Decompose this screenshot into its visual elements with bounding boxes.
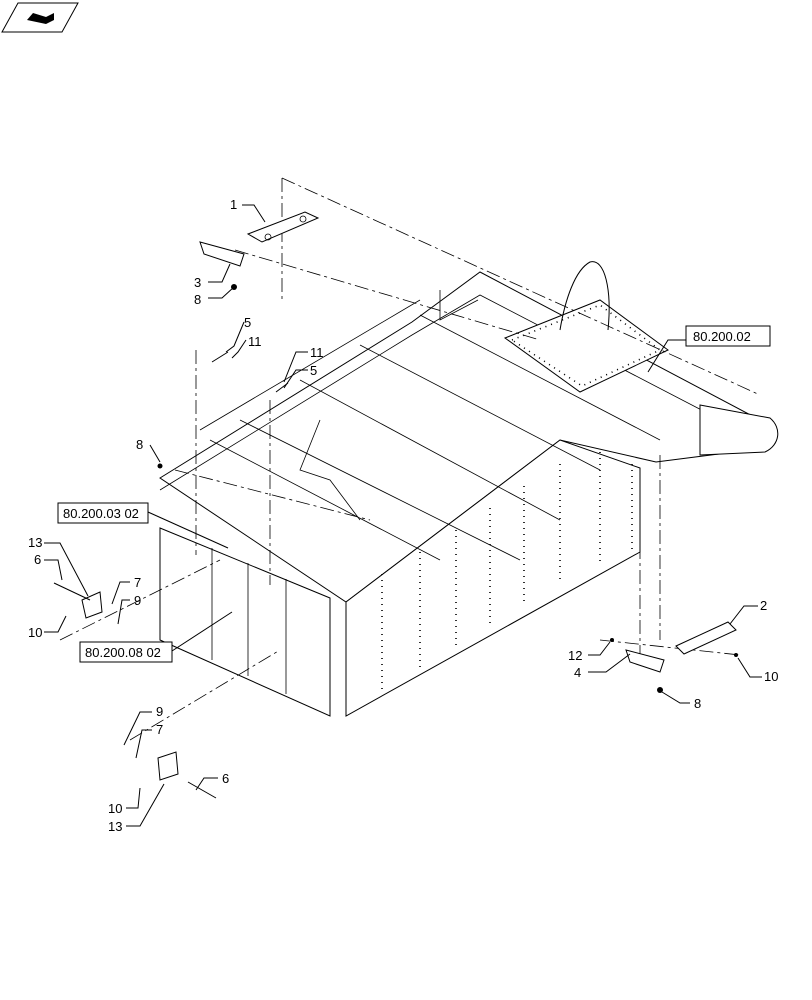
tank-body [59,177,779,741]
book-page-icon[interactable] [1,2,79,33]
part-13-hinge-a [53,582,103,619]
callout-11: 11 [310,345,324,360]
reference-text-left[interactable]: 80.200.03 02 [63,506,139,521]
part-8-bolt-b [157,463,163,469]
callout-4: 4 [574,665,581,680]
part-4-plate [625,649,665,673]
callout-5: 5 [310,363,317,378]
callout-labels: 1 3 8 5 11 11 5 8 13 6 7 9 10 9 7 6 10 1… [28,197,778,834]
reference-text-top[interactable]: 80.200.02 [693,329,751,344]
callout-9: 9 [134,593,141,608]
callout-8: 8 [694,696,701,711]
callout-9: 9 [156,704,163,719]
callout-13: 13 [28,535,42,550]
callout-10: 10 [28,625,42,640]
callout-7: 7 [156,722,163,737]
reference-box-top[interactable]: 80.200.02 [685,325,771,347]
callout-5: 5 [244,315,251,330]
callout-12: 12 [568,648,582,663]
callout-1: 1 [230,197,237,212]
reference-box-bottom[interactable]: 80.200.08 02 [79,641,173,663]
reference-box-left[interactable]: 80.200.03 02 [57,502,149,524]
reference-text-bottom[interactable]: 80.200.08 02 [85,645,161,660]
callout-10: 10 [764,669,778,684]
part-5-pin-a [211,351,229,363]
callout-13: 13 [108,819,122,834]
part-1-bracket [246,211,320,243]
part-2-bracket [675,621,737,655]
callout-7: 7 [134,575,141,590]
part-3-plate [199,241,245,267]
callout-10: 10 [108,801,122,816]
callout-2: 2 [760,598,767,613]
callout-8: 8 [194,292,201,307]
callout-6: 6 [34,552,41,567]
part-12-bolt [610,638,614,642]
callout-3: 3 [194,275,201,290]
callout-11: 11 [248,334,262,349]
callout-8: 8 [136,437,143,452]
leader-lines [44,204,762,827]
part-10-bolt-c [734,653,738,657]
part-8-bolt-c [657,687,663,693]
callout-6: 6 [222,771,229,786]
part-13-hinge-b [157,751,217,799]
